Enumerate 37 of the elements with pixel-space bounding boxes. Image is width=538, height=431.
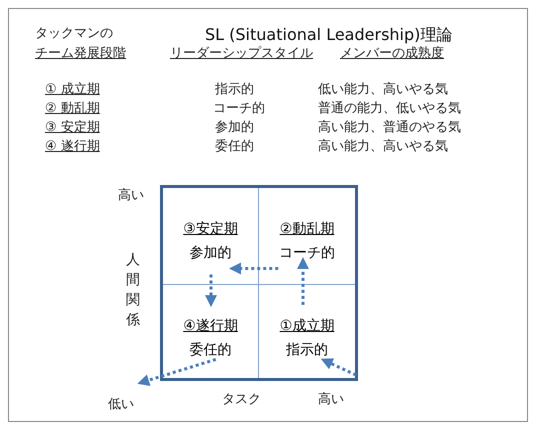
table-cell: 高い能力、高いやる気	[318, 139, 448, 155]
stage-name: ②動乱期	[280, 220, 334, 238]
style-name: 委任的	[190, 341, 232, 359]
matrix-frame	[160, 185, 358, 381]
stage-name: ④遂行期	[183, 317, 238, 335]
arrow	[137, 358, 216, 386]
table-cell: コーチ的	[213, 101, 265, 117]
table-cell: 普通の能力、低いやる気	[318, 101, 461, 117]
table-cell: ④ 遂行期	[45, 139, 100, 155]
table-cell: 低い能力、高いやる気	[318, 82, 448, 98]
axis-label: タスク	[222, 392, 261, 408]
column-header: メンバーの成熟度	[340, 46, 444, 62]
title: SL (Situational Leadership)理論	[205, 25, 452, 46]
stage-name: ①成立期	[280, 317, 334, 335]
axis-label: 高い	[318, 392, 344, 408]
table-cell: ② 動乱期	[45, 101, 100, 117]
table-cell: 参加的	[215, 120, 254, 136]
axis-label: 低い	[108, 397, 134, 413]
table-cell: 高い能力、普通のやる気	[318, 120, 461, 136]
column-header: チーム発展段階	[35, 46, 126, 62]
table-cell: ① 成立期	[45, 82, 100, 98]
column-header: リーダーシップスタイル	[170, 46, 313, 62]
arrow	[229, 262, 278, 274]
style-name: 参加的	[190, 244, 232, 262]
arrow	[320, 358, 357, 376]
axis-label: 高い	[118, 188, 144, 204]
style-name: 指示的	[286, 341, 328, 359]
quadrant	[163, 188, 259, 285]
table-cell: 指示的	[215, 82, 254, 98]
column-header: タックマンの	[35, 26, 113, 42]
axis-label: 人間関係	[126, 251, 141, 330]
arrow	[297, 257, 309, 305]
style-name: コーチ的	[279, 244, 335, 262]
stage-name: ③安定期	[183, 220, 238, 238]
arrow	[205, 274, 217, 308]
table-cell: ③ 安定期	[45, 120, 100, 136]
table-cell: 委任的	[215, 139, 254, 155]
